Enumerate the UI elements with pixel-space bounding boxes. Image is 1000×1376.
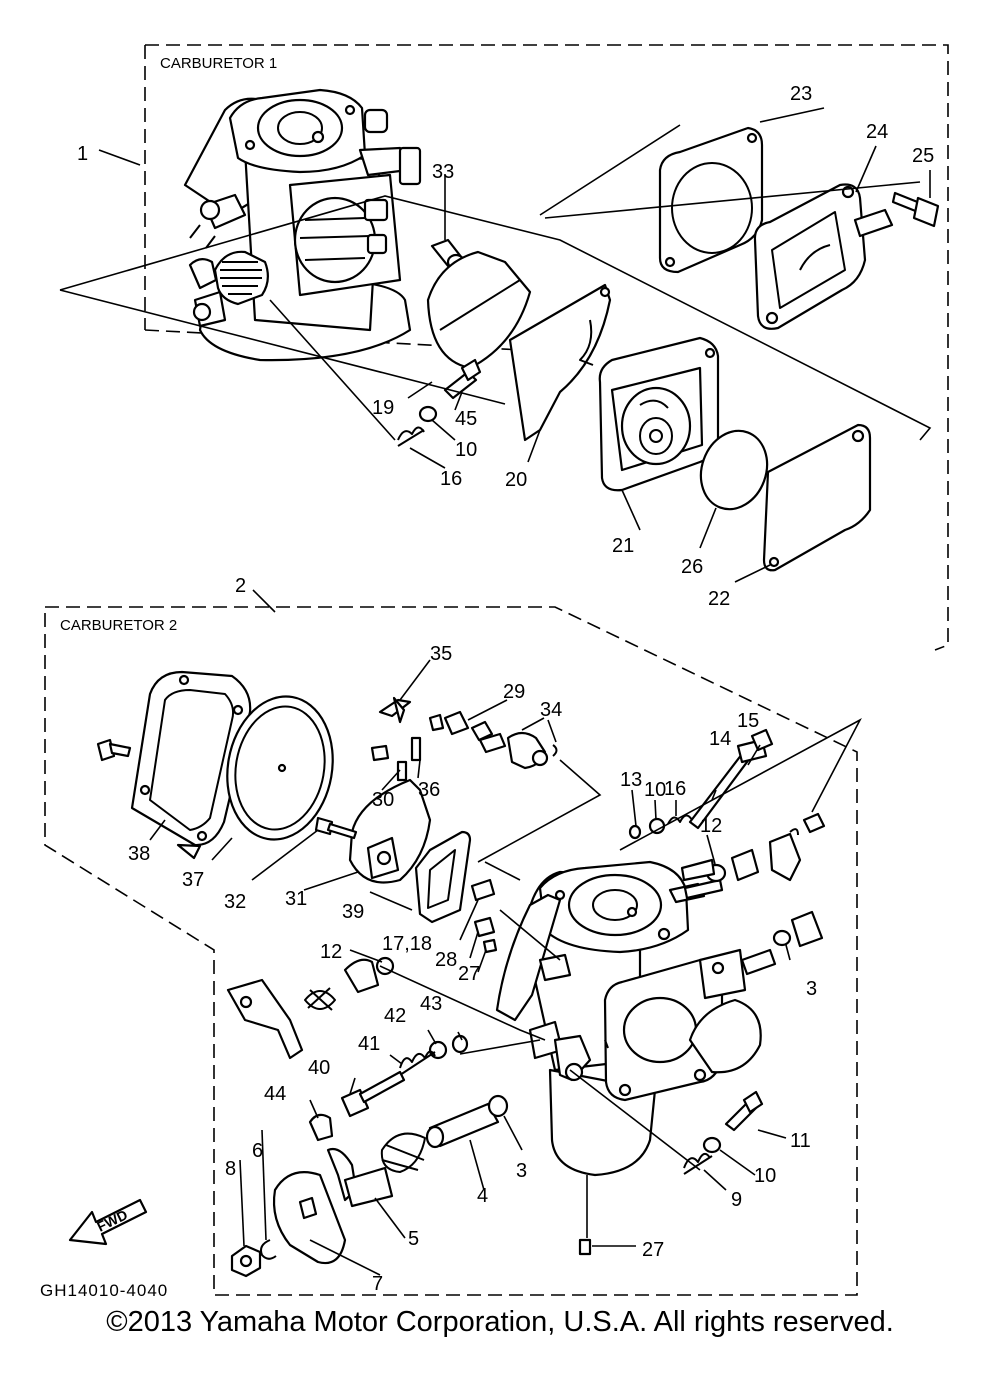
label-6: 6 [252, 1140, 263, 1162]
copyright-notice: ©2013 Yamaha Motor Corporation, U.S.A. A… [106, 1306, 894, 1338]
label-4: 4 [477, 1185, 488, 1207]
label-25: 25 [912, 145, 934, 167]
carburetor-1-title: CARBURETOR 1 [160, 55, 277, 72]
label-33: 33 [432, 161, 454, 183]
label-45: 45 [455, 408, 477, 430]
label-11: 11 [790, 1130, 811, 1152]
label-17-18: 17,18 [382, 933, 432, 955]
label-16b: 16 [664, 778, 686, 800]
label-40: 40 [308, 1057, 330, 1079]
label-14: 14 [709, 728, 731, 750]
label-21: 21 [612, 535, 634, 557]
label-24: 24 [866, 121, 888, 143]
label-3b: 3 [516, 1160, 527, 1182]
label-26: 26 [681, 556, 703, 578]
label-20: 20 [505, 469, 527, 491]
label-10a: 10 [455, 439, 477, 461]
label-12b: 12 [700, 815, 722, 837]
label-37: 37 [182, 869, 204, 891]
label-27b: 27 [642, 1239, 664, 1261]
label-16a: 16 [440, 468, 462, 490]
label-29: 29 [503, 681, 525, 703]
label-15: 15 [737, 710, 759, 732]
label-42: 42 [384, 1005, 406, 1027]
label-1: 1 [77, 143, 88, 165]
label-10b: 10 [644, 779, 666, 801]
carburetor-2-parts [68, 670, 826, 1278]
label-23: 23 [790, 83, 812, 105]
label-28: 28 [435, 949, 457, 971]
part-labels: 1 2 3 3 4 5 6 7 8 9 10 10 10 11 12 12 12… [77, 83, 934, 1295]
label-9: 9 [731, 1189, 742, 1211]
label-22: 22 [708, 588, 730, 610]
carburetor-1-gasket-set [397, 126, 940, 572]
carburetor-2-body [495, 860, 777, 1177]
label-7: 7 [372, 1273, 383, 1295]
drawing-code: GH14010-4040 [40, 1281, 168, 1300]
label-32: 32 [224, 891, 246, 913]
label-35: 35 [430, 643, 452, 665]
carburetor-2-title: CARBURETOR 2 [60, 617, 177, 634]
carburetor-1-body [183, 88, 422, 362]
label-31: 31 [285, 888, 307, 910]
label-38: 38 [128, 843, 150, 865]
label-30: 30 [372, 789, 394, 811]
label-3a: 3 [806, 978, 817, 1000]
label-2: 2 [235, 575, 246, 597]
label-36: 36 [418, 779, 440, 801]
label-44: 44 [264, 1083, 286, 1105]
label-41: 41 [358, 1033, 380, 1055]
label-8: 8 [225, 1158, 236, 1180]
leader-lines [59, 107, 932, 1276]
label-5: 5 [408, 1228, 419, 1250]
carburetor-2-box [44, 606, 858, 1296]
fwd-arrow-label: FWD [94, 1206, 130, 1234]
label-27a: 27 [458, 963, 480, 985]
label-43: 43 [420, 993, 442, 1015]
label-19: 19 [372, 397, 394, 419]
label-10c: 10 [754, 1165, 776, 1187]
label-39: 39 [342, 901, 364, 923]
label-34: 34 [540, 699, 562, 721]
label-13: 13 [620, 769, 642, 791]
label-12a: 12 [320, 941, 342, 963]
